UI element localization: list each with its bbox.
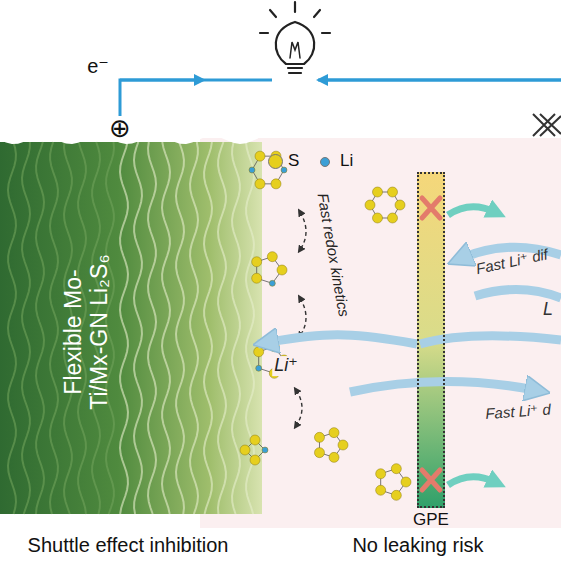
circuit-wire — [120, 80, 272, 116]
electron-arrow — [120, 79, 200, 82]
li-ion-arrow — [475, 289, 561, 298]
feature-caption: Shuttle effect inhibition — [28, 534, 229, 556]
legend-swatch — [320, 157, 330, 167]
circuit-wire — [318, 79, 561, 82]
redox-arrow — [296, 212, 306, 426]
anode-symbol — [533, 114, 561, 136]
cathode-block: Flexible Mo-Ti/Mx-GN Li₂S₆ — [0, 142, 258, 514]
reflect-arrow — [448, 477, 495, 485]
li-ion-connector — [258, 335, 417, 344]
feature-caption: No leaking risk — [352, 534, 483, 556]
cathode-layers — [0, 130, 262, 514]
circuit-wire-arrow — [322, 79, 561, 82]
electron-label: e⁻ — [87, 55, 109, 77]
polysulfide-molecules — [240, 151, 411, 500]
block-mark — [422, 198, 440, 490]
ion-label: L — [543, 300, 553, 320]
cathode-body — [0, 142, 262, 514]
li-ion-arrow — [350, 381, 535, 392]
light-bulb — [260, 2, 330, 73]
reflect-arrow — [448, 207, 495, 215]
legend-swatch — [268, 154, 283, 169]
cathode-label: Flexible Mo-Ti/Mx-GN Li₂S₆ — [60, 247, 113, 417]
legend-text: Li — [340, 152, 353, 171]
legend-text: S — [288, 152, 299, 171]
ion-label: Li⁺ — [272, 356, 300, 376]
membrane-label: GPE — [413, 510, 449, 530]
positive-terminal: ⊕ — [109, 114, 131, 143]
li-ion-arrow — [420, 336, 561, 344]
membrane-band: GPE — [417, 172, 445, 508]
